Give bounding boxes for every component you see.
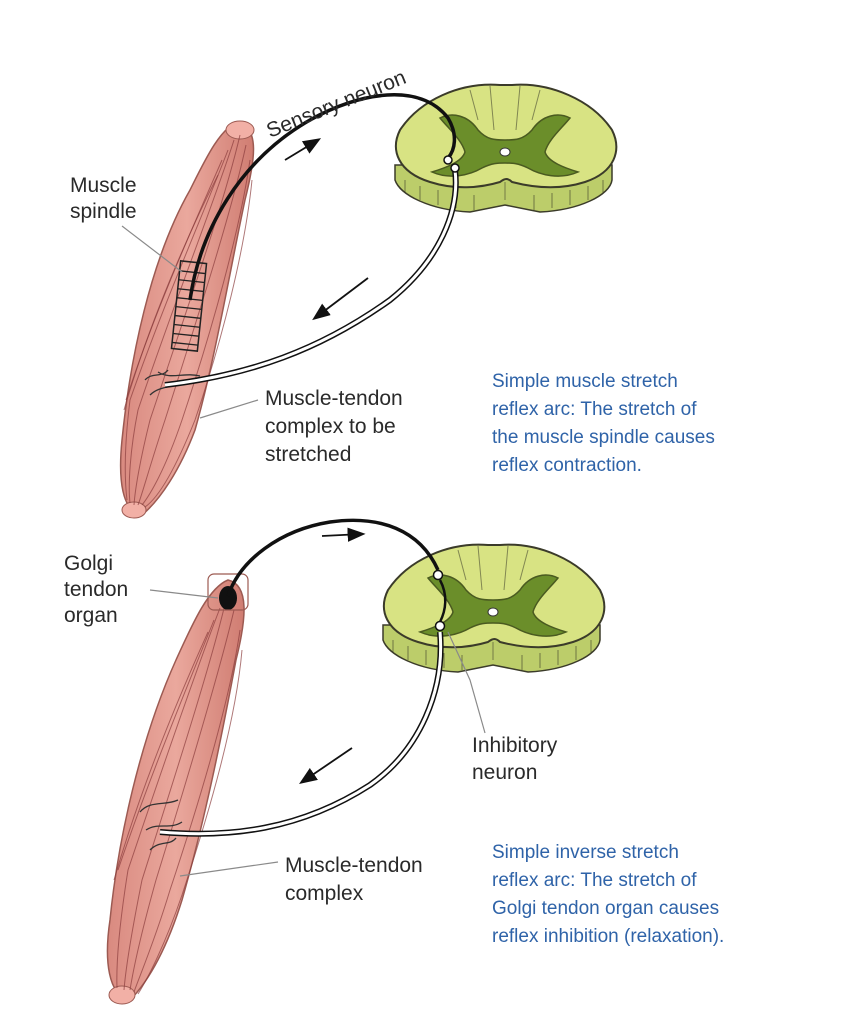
spinal-cord-bottom [382,543,606,673]
complex-label-top-line1: Muscle-tendon [265,387,403,410]
caption-bottom: Simple inverse stretch reflex arc: The s… [492,842,724,947]
caption-top-line2: reflex arc: The stretch of [492,399,697,420]
golgi-label-line1: Golgi [64,552,113,575]
complex-label-bottom-line1: Muscle-tendon [285,854,423,877]
complex-leader-top [199,399,259,419]
motor-neuron-bottom [159,631,443,836]
muscle-spindle-label-line2: spindle [70,200,137,223]
inhibitory-label-line2: neuron [472,761,537,784]
sensory-neuron-label: Sensory neuron [263,66,409,143]
arrow-afferent-top [284,138,322,161]
inhibitory-neuron [438,579,447,623]
caption-top-line1: Simple muscle stretch [492,371,678,392]
muscle-spindle-label-line1: Muscle [70,174,137,197]
sensory-neuron-top [188,93,457,301]
complex-label-bottom-line2: complex [285,882,364,905]
golgi-leader [149,589,219,599]
caption-bottom-line4: reflex inhibition (relaxation). [492,926,724,947]
golgi-label-line2: tendon [64,578,128,601]
arrow-efferent-top [312,277,369,321]
inhibitory-label-line1: Inhibitory [472,734,558,757]
caption-bottom-line2: reflex arc: The stretch of [492,870,697,891]
complex-label-top-line3: stretched [265,443,351,466]
inhibitory-leader [447,631,486,734]
golgi-label-line3: organ [64,604,118,627]
complex-label-top-line2: complex to be [265,415,396,438]
motor-endplate-bottom [139,799,183,851]
complex-leader-bottom [179,861,279,877]
caption-bottom-line3: Golgi tendon organ causes [492,898,719,919]
muscle-spindle-leader [121,225,183,273]
caption-top-line3: the muscle spindle causes [492,427,715,448]
arrow-efferent-bottom [299,747,353,785]
arrow-afferent-bottom [321,527,366,542]
muscle-top [119,120,255,519]
spinal-cord-top [394,83,618,213]
top-panel: Sensory neuron Muscle spindle Muscle-ten… [70,66,715,519]
bottom-panel: Golgi tendon organ Inhibitory neuron Mus… [64,518,724,1005]
sensory-neuron-bottom [226,518,440,597]
muscle-bottom [106,579,245,1005]
motor-neuron-top [164,169,458,387]
caption-top-line4: reflex contraction. [492,455,642,476]
caption-bottom-line1: Simple inverse stretch [492,842,679,863]
caption-top: Simple muscle stretch reflex arc: The st… [492,371,715,476]
golgi-tendon-organ [219,586,237,610]
